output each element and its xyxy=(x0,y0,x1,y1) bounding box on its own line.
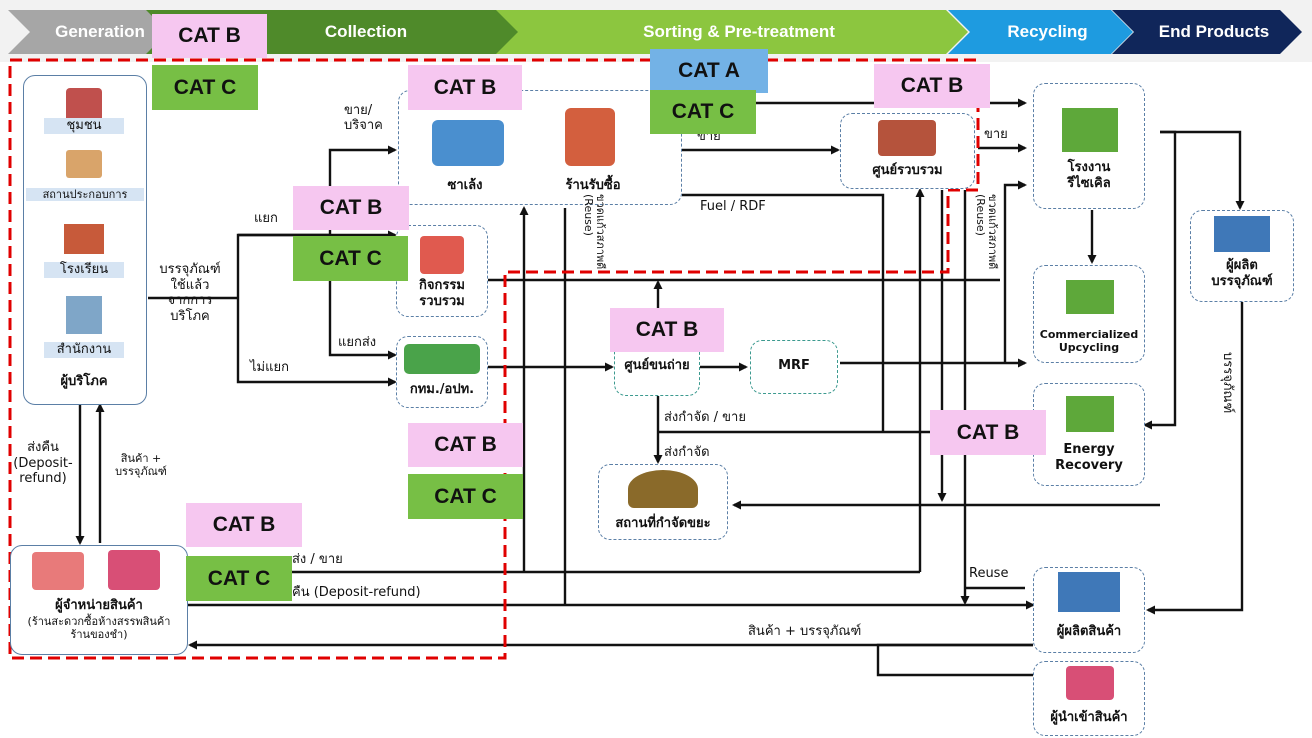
cat-c-label: CAT C xyxy=(650,90,756,134)
stage-label: Generation xyxy=(55,22,145,41)
stage-sorting: Sorting & Pre-treatment xyxy=(496,10,968,54)
flow-label-glass-reuse: ขวดแก้วสภาพดี (Reuse) xyxy=(581,194,607,270)
source-school: โรงเรียน xyxy=(44,262,124,278)
factory-icon xyxy=(1214,216,1270,252)
flow-label-sell: ขาย xyxy=(984,127,1008,142)
cat-c-label: CAT C xyxy=(408,474,523,519)
energy-recovery-label: Energy Recovery xyxy=(1055,442,1123,473)
mall-icon xyxy=(108,550,160,590)
landfill-label: สถานที่กำจัดขยะ xyxy=(615,516,711,531)
junkshop-label: ร้านรับซื้อ xyxy=(565,178,621,193)
flow-label-used-packaging: บรรจุภัณฑ์ ใช้แล้ว จากการ บริโภค xyxy=(159,262,221,324)
mall-icon xyxy=(1066,666,1114,700)
shop-icon xyxy=(32,552,84,590)
flow-line xyxy=(1160,130,1245,210)
factory-icon xyxy=(1058,572,1120,612)
cat-b-label: CAT B xyxy=(186,503,302,547)
factory-icon xyxy=(1066,396,1114,432)
importer-label: ผู้นำเข้าสินค้า xyxy=(1050,710,1128,725)
mrf-node xyxy=(750,340,838,394)
cat-b-label: CAT B xyxy=(610,308,724,352)
flow-label-packaging: บรรจุภัณฑ์ xyxy=(1220,352,1235,414)
flow-line xyxy=(876,643,1033,677)
cat-b-label: CAT B xyxy=(930,410,1046,455)
flow-label-dispose-sell: ส่งกำจัด / ขาย xyxy=(664,410,746,425)
stage-generation: Generation xyxy=(8,10,178,54)
retailer-sublabel: (ร้านสะดวกซื้อห้างสรรพสินค้า ร้านของชำ) xyxy=(27,615,171,642)
flow-line xyxy=(236,298,397,387)
source-business: สถานประกอบการ xyxy=(26,188,144,202)
cat-a-label: CAT A xyxy=(650,49,768,93)
cat-c-label: CAT C xyxy=(186,556,292,601)
cat-b-label: CAT B xyxy=(152,14,267,58)
stage-label: Recycling xyxy=(1007,22,1088,41)
collection-activity-label: กิจกรรม รวบรวม xyxy=(419,278,465,309)
saleng-label: ซาเล้ง xyxy=(447,178,483,193)
factory-icon xyxy=(1066,280,1114,314)
saleng-icon xyxy=(432,120,504,166)
flow-label-reuse: Reuse xyxy=(969,566,1009,581)
flow-label-deposit-refund: คืน (Deposit-refund) xyxy=(292,585,421,600)
flow-label-fuel-rdf: Fuel / RDF xyxy=(700,199,766,214)
warehouse-icon xyxy=(878,120,936,156)
collection-center-label: ศูนย์รวบรวม xyxy=(872,163,943,178)
cat-b-label: CAT B xyxy=(408,423,523,467)
flow-label-send-sell: ส่ง / ขาย xyxy=(292,552,343,567)
flow-label-dispose: ส่งกำจัด xyxy=(664,445,710,460)
recycling-plant-node xyxy=(1033,83,1145,209)
waste-pile-icon xyxy=(628,470,698,508)
flow-label-goods-packaging: สินค้า + บรรจุภัณฑ์ xyxy=(748,624,862,639)
flow-label-goods-packaging: สินค้า + บรรจุภัณฑ์ xyxy=(115,452,167,479)
flow-line xyxy=(1143,130,1177,430)
mrf-label: MRF xyxy=(778,358,810,373)
stage-recycling: Recycling xyxy=(948,10,1133,54)
retailer-label: ผู้จำหน่ายสินค้า xyxy=(55,598,143,613)
flow-label-separate-send: แยกส่ง xyxy=(338,335,377,350)
stage-label: Collection xyxy=(324,22,408,41)
business-icon xyxy=(66,150,102,178)
school-icon xyxy=(64,224,104,254)
packaging-producer-label: ผู้ผลิต บรรจุภัณฑ์ xyxy=(1211,258,1273,289)
stage-end-products: End Products xyxy=(1112,10,1302,54)
cat-c-label: CAT C xyxy=(152,65,258,110)
flow-line xyxy=(682,193,885,432)
cat-b-label: CAT B xyxy=(293,186,409,230)
stage-label: End Products xyxy=(1158,22,1270,41)
flow-line xyxy=(1003,180,1027,363)
flow-label-separate: แยก xyxy=(254,211,278,226)
factory-icon xyxy=(1062,108,1118,152)
cat-c-label: CAT C xyxy=(293,236,408,281)
flow-label-sell-donate: ขาย/ บริจาค xyxy=(344,103,383,133)
product-producer-label: ผู้ผลิตสินค้า xyxy=(1056,624,1122,639)
office-icon xyxy=(66,296,102,334)
flow-line xyxy=(1146,302,1244,615)
flow-label-glass-reuse: ขวดแก้วสภาพดี (Reuse) xyxy=(973,194,999,270)
cat-b-label: CAT B xyxy=(408,65,522,110)
garbage-truck-icon xyxy=(404,344,480,374)
source-office: สำนักงาน xyxy=(44,342,124,358)
stage-label: Sorting & Pre-treatment xyxy=(643,22,835,41)
recycling-plant-label: โรงงาน รีไซเคิล xyxy=(1067,160,1111,191)
upcycling-label: Commercialized Upcycling xyxy=(1039,328,1139,355)
consumer-label: ผู้บริโภค xyxy=(60,374,108,389)
junkshop-icon xyxy=(565,108,615,166)
bma-truck-label: กทม./อปท. xyxy=(409,382,475,397)
transfer-station-label: ศูนย์ขนถ่าย xyxy=(624,358,690,373)
flow-label-return-deposit: ส่งคืน (Deposit- refund) xyxy=(13,440,73,487)
collection-booth-icon xyxy=(420,236,464,274)
flow-label-not-separate: ไม่แยก xyxy=(250,360,289,375)
source-community: ชุมชน xyxy=(44,118,124,134)
community-icon xyxy=(66,88,102,118)
cat-b-label: CAT B xyxy=(874,64,990,108)
